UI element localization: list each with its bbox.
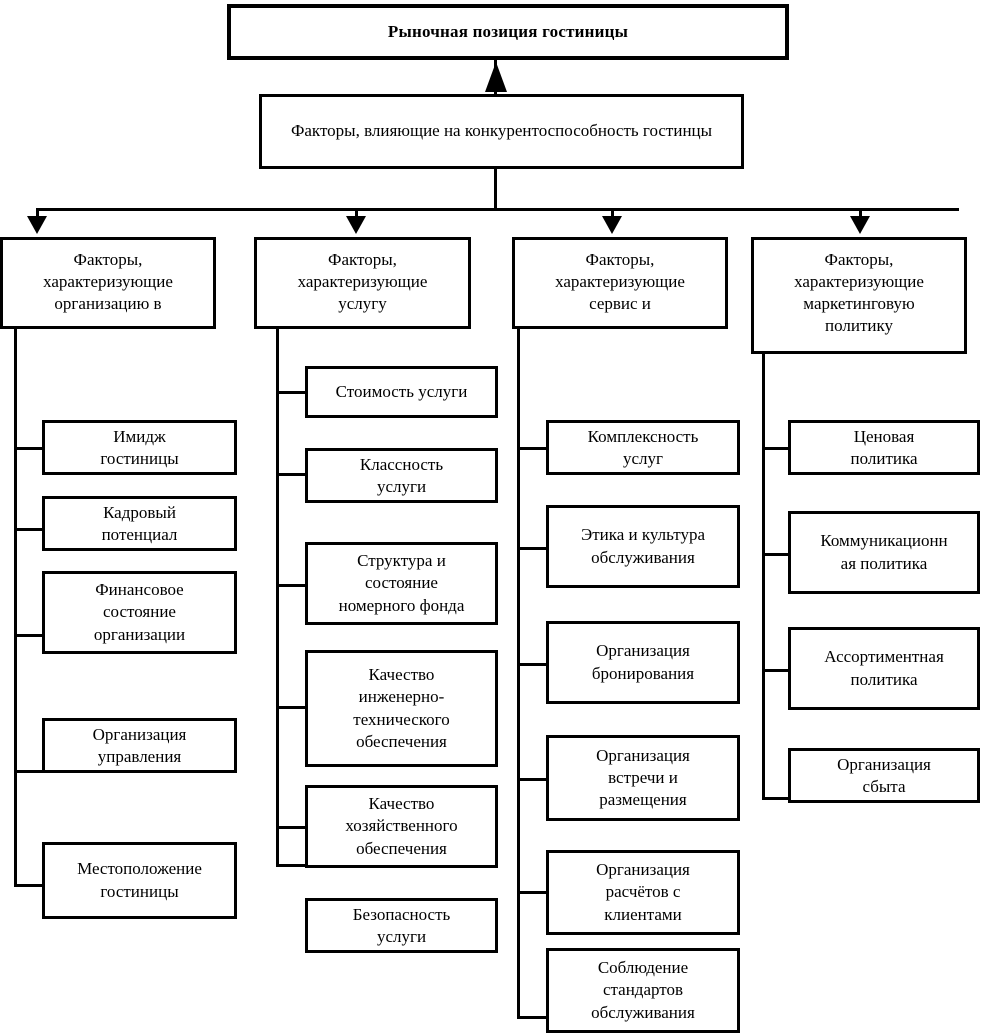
leaf-node-standards-compliance: Соблюдение стандартов обслуживания xyxy=(546,948,740,1033)
stub-col-2-leaf-0 xyxy=(517,447,548,450)
stub-col-1-leaf-3 xyxy=(276,706,307,709)
leaf-label: Ценовая политика xyxy=(850,427,918,469)
leaf-node-pricing-policy: Ценовая политика xyxy=(788,420,980,475)
node-competitiveness-label: Факторы, влияющие на конкурентоспособнос… xyxy=(290,121,713,141)
leaf-node-ethics-culture: Этика и культура обслуживания xyxy=(546,505,740,588)
leaf-node-room-stock: Структура и состояние номерного фонда xyxy=(305,542,498,625)
stub-col-0-leaf-1 xyxy=(14,528,44,531)
leaf-label: Ассортиментная политика xyxy=(824,647,944,689)
trunk-col-2 xyxy=(517,329,520,1019)
stub-col-1-leaf-1 xyxy=(276,473,307,476)
category-label: Факторы, характеризующие организацию в xyxy=(43,250,173,314)
leaf-node-meeting-accommodation: Организация встречи и размещения xyxy=(546,735,740,821)
leaf-label: Организация встречи и размещения xyxy=(596,745,690,810)
connector-drop-col-0 xyxy=(36,208,39,222)
connector-drop-col-2 xyxy=(611,208,614,222)
stub-col-2-leaf-3 xyxy=(517,778,548,781)
arrow-down-icon xyxy=(602,216,622,234)
arrow-up-icon xyxy=(485,62,507,92)
root-node-label: Рыночная позиция гостиницы xyxy=(387,21,629,41)
leaf-label: Качество инженерно- технического обеспеч… xyxy=(353,665,450,751)
category-label: Факторы, характеризующие услугу xyxy=(297,250,428,314)
connector-sub-down xyxy=(494,169,497,211)
category-label: Факторы, характеризующие сервис и xyxy=(555,250,685,314)
stub-col-2-leaf-2 xyxy=(517,663,548,666)
arrow-down-icon xyxy=(850,216,870,234)
leaf-node-management-organization: Организация управления xyxy=(42,718,237,773)
leaf-label: Имидж гостиницы xyxy=(100,427,179,469)
leaf-label: Организация расчётов с клиентами xyxy=(596,860,690,924)
stub-col-0-leaf-2 xyxy=(14,634,44,637)
category-node-marketing-policy: Факторы, характеризующие маркетинговую п… xyxy=(751,237,967,354)
trunk-col-3 xyxy=(762,353,765,800)
category-label: Факторы, характеризующие маркетинговую п… xyxy=(794,250,924,336)
stub-col-3-leaf-2 xyxy=(762,669,791,672)
connector-drop-col-1 xyxy=(355,208,358,222)
leaf-node-booking-organization: Организация бронирования xyxy=(546,621,740,704)
trunk-col-1 xyxy=(276,329,279,867)
stub-col-2-leaf-5 xyxy=(517,1016,548,1019)
stub-col-2-leaf-4 xyxy=(517,891,548,894)
leaf-node-assortment-policy: Ассортиментная политика xyxy=(788,627,980,710)
leaf-node-staff-potential: Кадровый потенциал xyxy=(42,496,237,551)
stub-col-0-leaf-3 xyxy=(14,770,44,773)
leaf-label: Стоимость услуги xyxy=(335,381,468,401)
stub-col-0-leaf-0 xyxy=(14,447,44,450)
connector-distribution-bar xyxy=(36,208,959,211)
leaf-label: Структура и состояние номерного фонда xyxy=(338,551,465,615)
leaf-label: Безопасность услуги xyxy=(352,905,451,947)
stub-col-0-leaf-4 xyxy=(14,884,44,887)
leaf-node-communication-policy: Коммуникационн ая политика xyxy=(788,511,980,594)
leaf-node-location: Местоположение гостиницы xyxy=(42,842,237,919)
trunk-col-0 xyxy=(14,329,17,887)
stub-col-1-leaf-4 xyxy=(276,826,307,829)
stub-col-1-leaf-0 xyxy=(276,391,307,394)
leaf-label: Коммуникационн ая политика xyxy=(820,531,948,573)
leaf-node-service-class: Классность услуги xyxy=(305,448,498,503)
stub-col-3-leaf-0 xyxy=(762,447,791,450)
arrow-down-icon xyxy=(27,216,47,234)
leaf-node-sales-organization: Организация сбыта xyxy=(788,748,980,803)
stub-col-1-leaf-5 xyxy=(276,864,307,867)
leaf-label: Качество хозяйственного обеспечения xyxy=(345,794,458,858)
leaf-node-financial-state: Финансовое состояние организации xyxy=(42,571,237,654)
category-node-organization: Факторы, характеризующие организацию в xyxy=(0,237,216,329)
leaf-node-image: Имидж гостиницы xyxy=(42,420,237,475)
leaf-node-engineering-quality: Качество инженерно- технического обеспеч… xyxy=(305,650,498,767)
stub-col-2-leaf-1 xyxy=(517,547,548,550)
leaf-label: Организация бронирования xyxy=(591,641,695,683)
leaf-label: Организация управления xyxy=(92,725,187,767)
leaf-node-service-cost: Стоимость услуги xyxy=(305,366,498,418)
node-competitiveness-factors: Факторы, влияющие на конкурентоспособнос… xyxy=(259,94,744,169)
leaf-label: Местоположение гостиницы xyxy=(77,859,202,901)
leaf-label: Комплексность услуг xyxy=(587,427,699,469)
stub-col-3-leaf-3 xyxy=(762,797,791,800)
leaf-label: Этика и культура обслуживания xyxy=(580,525,705,567)
leaf-label: Организация сбыта xyxy=(837,755,931,797)
leaf-label: Соблюдение стандартов обслуживания xyxy=(591,958,695,1022)
leaf-node-service-complexity: Комплексность услуг xyxy=(546,420,740,475)
leaf-node-housekeeping-quality: Качество хозяйственного обеспечения xyxy=(305,785,498,868)
connector-drop-col-3 xyxy=(859,208,862,222)
root-node-market-position: Рыночная позиция гостиницы xyxy=(227,4,789,60)
category-node-service-product: Факторы, характеризующие услугу xyxy=(254,237,471,329)
category-node-service-quality: Факторы, характеризующие сервис и xyxy=(512,237,728,329)
stub-col-1-leaf-2 xyxy=(276,584,307,587)
leaf-label: Финансовое состояние организации xyxy=(93,580,186,644)
leaf-node-client-settlements: Организация расчётов с клиентами xyxy=(546,850,740,935)
leaf-node-service-safety: Безопасность услуги xyxy=(305,898,498,953)
stub-col-3-leaf-1 xyxy=(762,553,791,556)
leaf-label: Кадровый потенциал xyxy=(101,503,178,545)
leaf-label: Классность услуги xyxy=(359,455,444,497)
arrow-down-icon xyxy=(346,216,366,234)
